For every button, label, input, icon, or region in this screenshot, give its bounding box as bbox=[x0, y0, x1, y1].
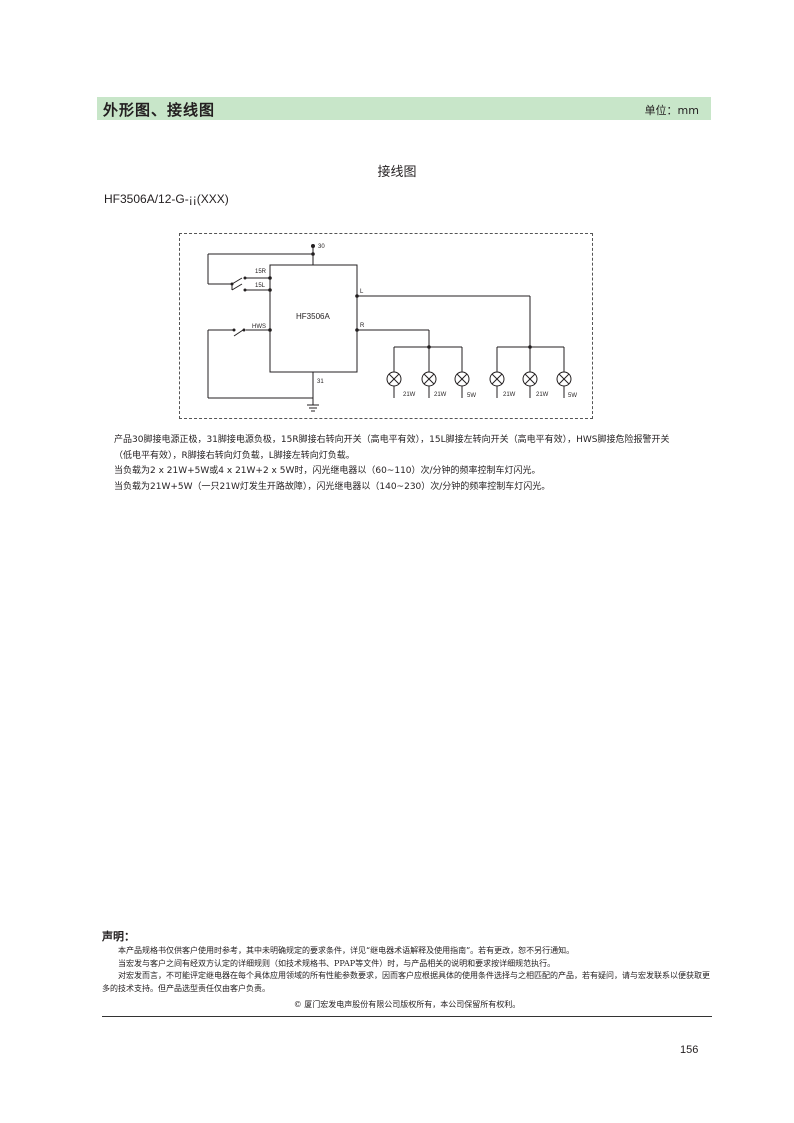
page-number: 156 bbox=[680, 1044, 699, 1056]
wiring-notes: 产品30脚接电源正极，31脚接电源负极，15R脚接右转向开关（高电平有效），15… bbox=[114, 433, 674, 495]
lamp-icon bbox=[489, 371, 505, 387]
disclaimer-line: 对宏发而言，不可能评定继电器在每个具体应用领域的所有性能参数要求，因而客户应根据… bbox=[102, 971, 710, 993]
disclaimer-line: 当宏发与客户之间有经双方认定的详细规则（如技术规格书、PPAP等文件）时，与产品… bbox=[118, 958, 556, 968]
relay-chip-label: HF3506A bbox=[296, 312, 330, 321]
lamp-rating-label: 21W bbox=[403, 392, 416, 398]
lamp-icon bbox=[454, 371, 470, 387]
disclaimer-title: 声明： bbox=[102, 930, 135, 943]
lamp-icon bbox=[421, 371, 437, 387]
section-header: 外形图、接线图 单位：mm bbox=[97, 97, 711, 120]
note-text: 产品30脚接电源正极，31脚接电源负极，15R脚接右转向开关（高电平有效），15… bbox=[114, 435, 670, 461]
note-text: 当负载为21W+5W（一只21W灯发生开路故障），闪光继电器以（140~230）… bbox=[114, 481, 551, 492]
wiring-diagram: 30 15R 15L HWS L R 31 21W 21W 5W 21W 21W… bbox=[207, 244, 577, 412]
disclaimer: 声明： 本产品规格书仅供客户使用时参考，其中未明确规定的要求条件，详见“继电器术… bbox=[102, 928, 712, 1017]
copyright-notice: © 厦门宏发电声股份有限公司版权所有，本公司保留所有权利。 bbox=[102, 999, 712, 1017]
pin-l-label: L bbox=[360, 289, 364, 295]
note-text: 当负载为2 x 21W+5W或4 x 21W+2 x 5W时，闪光继电器以（60… bbox=[114, 466, 541, 476]
unit-label: 单位：mm bbox=[644, 104, 699, 117]
lamp-rating-label: 21W bbox=[536, 392, 549, 398]
pin-30-label: 30 bbox=[318, 244, 325, 250]
pin-15r-label: 15R bbox=[255, 269, 267, 275]
lamp-rating-label: 5W bbox=[467, 393, 476, 399]
wiring-diagram-title: 接线图 bbox=[377, 165, 417, 180]
diagram-frame bbox=[179, 233, 593, 419]
pin-hws-label: HWS bbox=[252, 324, 266, 330]
pin-31-label: 31 bbox=[317, 379, 324, 385]
lamp-rating-label: 21W bbox=[434, 392, 447, 398]
lamp-rating-label: 21W bbox=[503, 392, 516, 398]
lamp-icon bbox=[522, 371, 538, 387]
pin-15l-label: 15L bbox=[255, 283, 266, 289]
disclaimer-line: 本产品规格书仅供客户使用时参考，其中未明确规定的要求条件，详见“继电器术语解释及… bbox=[118, 946, 575, 955]
lamp-rating-label: 5W bbox=[568, 393, 577, 399]
lamp-icon bbox=[556, 371, 572, 387]
model-number: HF3506A/12-G-¡¡(XXX) bbox=[104, 192, 229, 206]
section-header-title: 外形图、接线图 bbox=[103, 101, 216, 119]
lamp-icon bbox=[386, 371, 402, 387]
pin-r-label: R bbox=[360, 323, 365, 329]
